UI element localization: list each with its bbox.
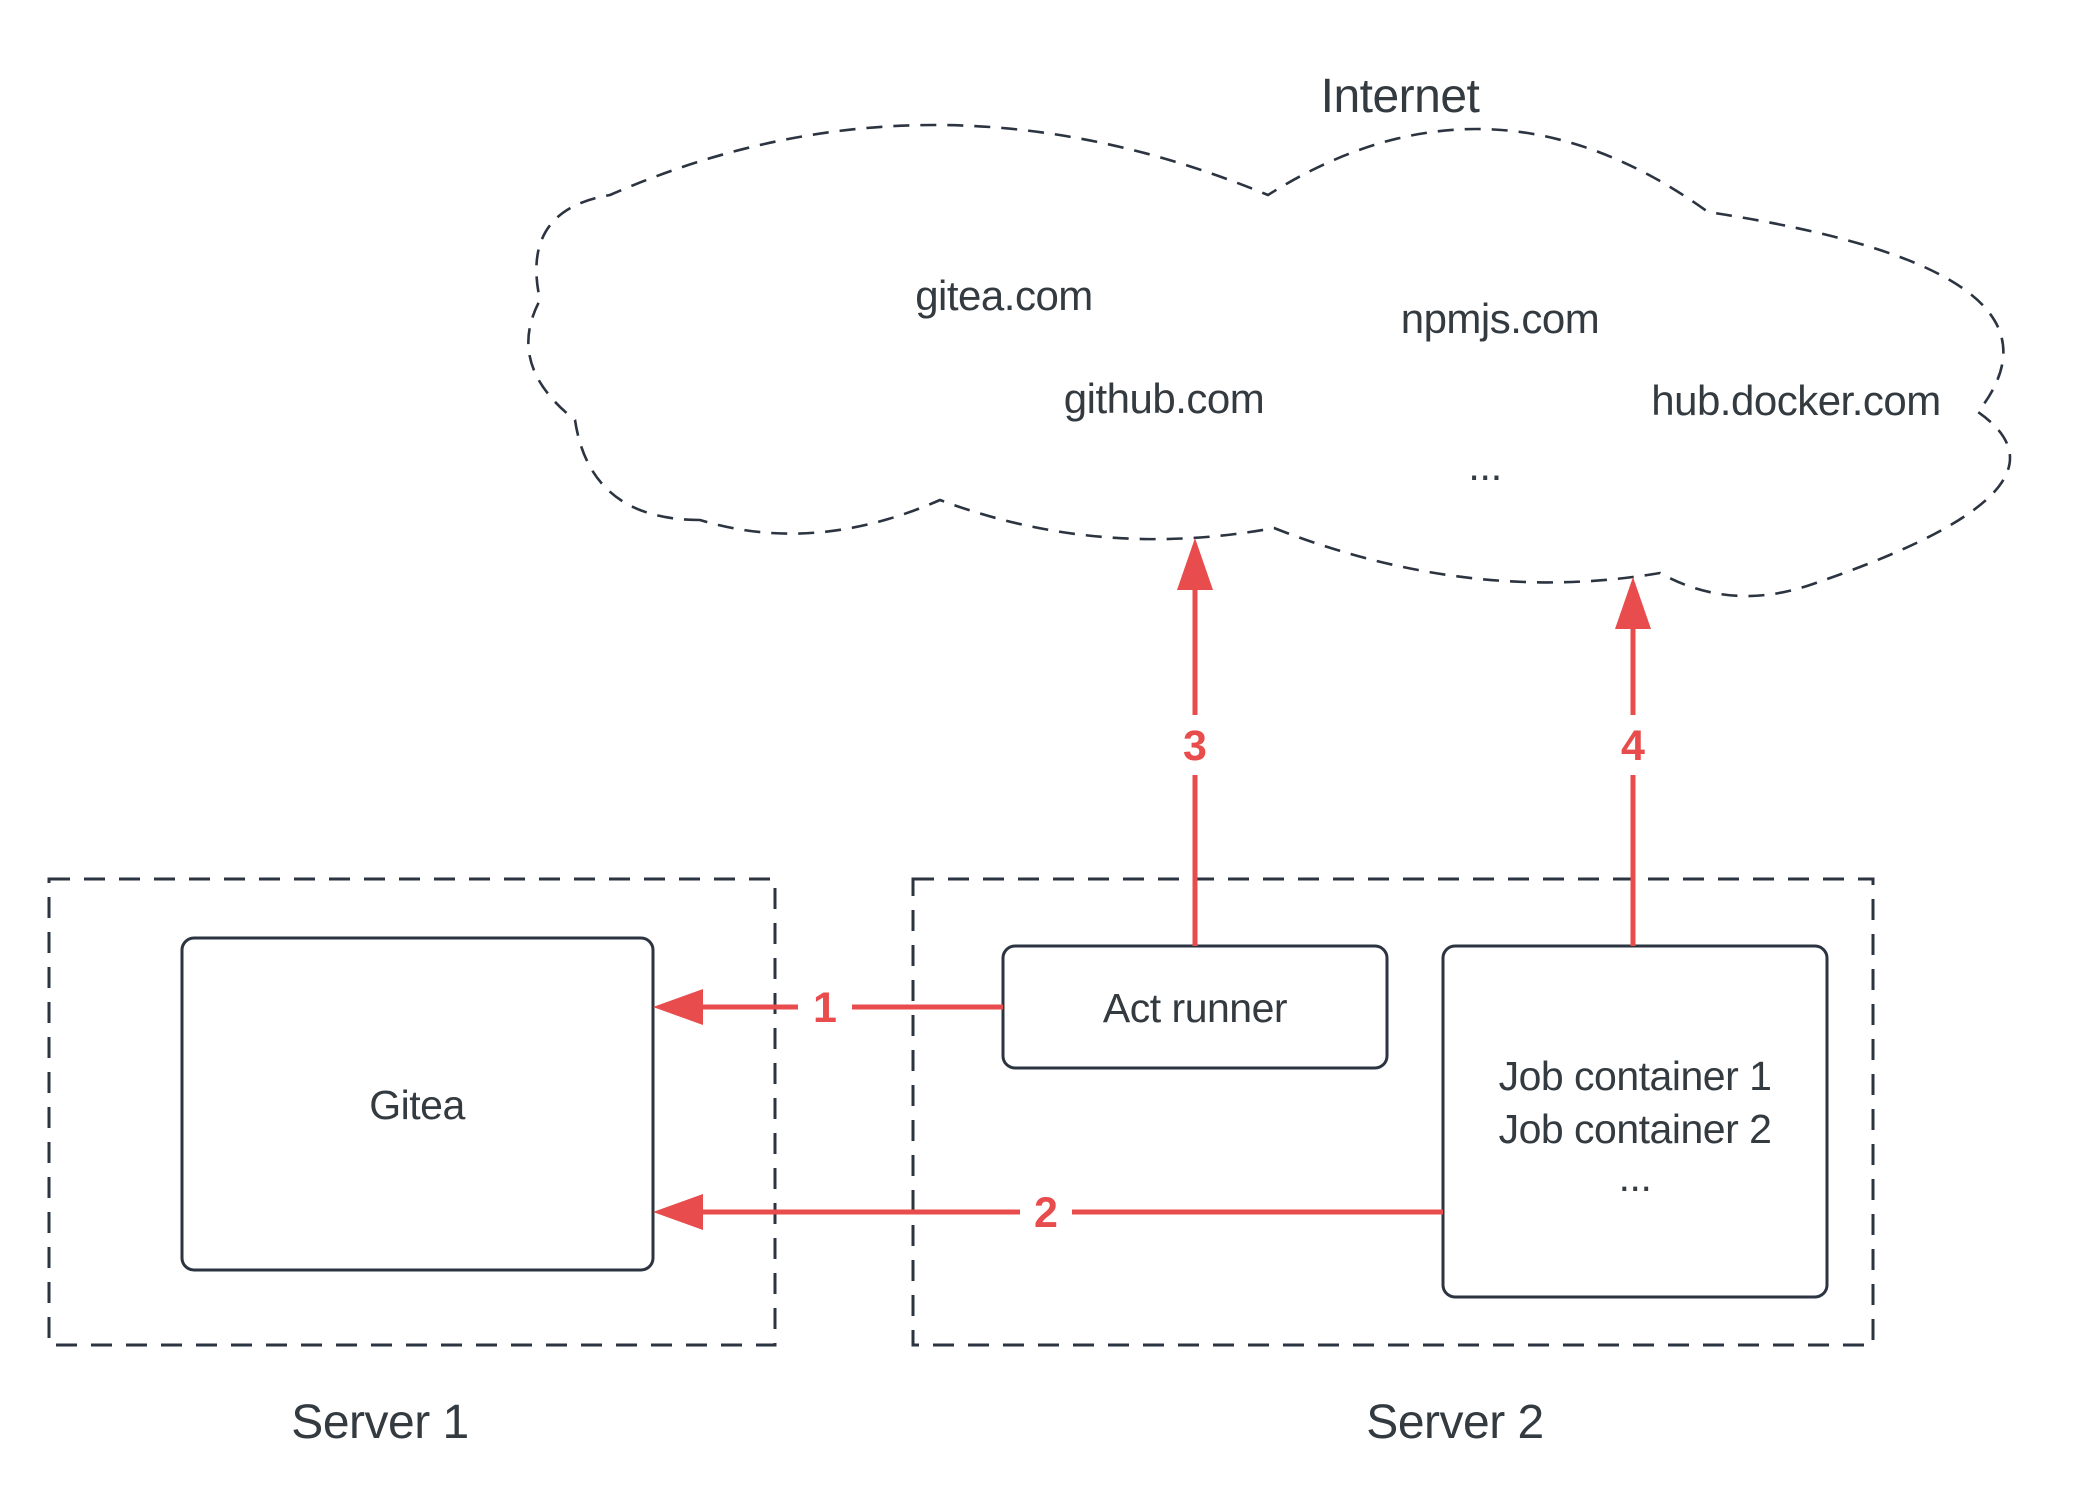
arrow-3-head <box>1177 538 1213 590</box>
job-container-line-2: Job container 2 <box>1499 1106 1772 1152</box>
arrow-1-label: 1 <box>813 984 837 1032</box>
internet-label: Internet <box>1321 70 1480 123</box>
arrow-1-head <box>653 989 703 1025</box>
domain-gitea-com: gitea.com <box>915 272 1093 319</box>
act-runner-label: Act runner <box>1103 985 1287 1031</box>
domain-hub-docker-com: hub.docker.com <box>1651 377 1941 424</box>
job-container-line-1: Job container 1 <box>1499 1053 1772 1099</box>
internet-cloud-outline <box>527 123 2012 598</box>
server2-label: Server 2 <box>1366 1396 1543 1449</box>
gitea-box <box>180 936 655 1272</box>
domain-github-com: github.com <box>1064 375 1264 422</box>
domain-npmjs-com: npmjs.com <box>1401 295 1600 342</box>
arrow-4-label: 4 <box>1621 722 1645 770</box>
arrow-2-head <box>653 1194 703 1230</box>
job-container-ellipsis: ... <box>1619 1154 1652 1200</box>
gitea-label: Gitea <box>369 1082 465 1128</box>
arrow-3-label: 3 <box>1183 722 1207 770</box>
server1-box <box>47 877 777 1347</box>
arrow-4-head <box>1615 577 1651 629</box>
server2-box <box>911 877 1875 1347</box>
arrow-2-label: 2 <box>1034 1189 1058 1237</box>
cloud-ellipsis: ... <box>1468 442 1502 489</box>
server1-label: Server 1 <box>291 1396 468 1449</box>
